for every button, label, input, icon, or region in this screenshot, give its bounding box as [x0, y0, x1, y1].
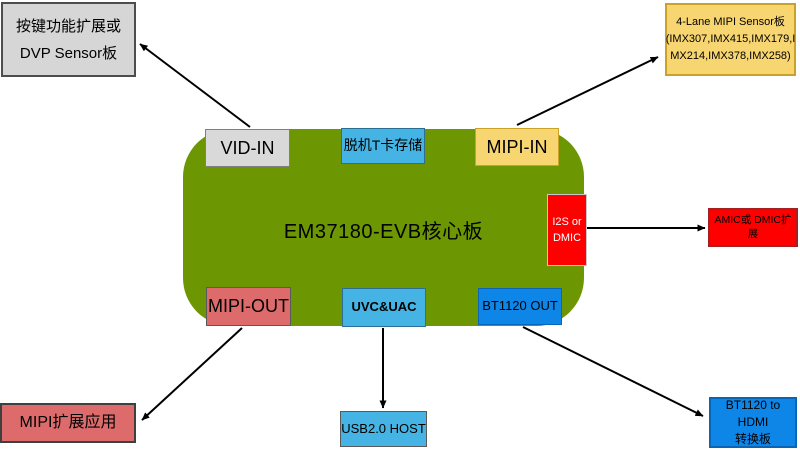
board-amic-dmic-expansion-label: AMIC或 DMIC扩展 [714, 214, 792, 240]
port-mipi-in: MIPI-IN [475, 128, 559, 166]
port-uvc-uac-label: UVC&UAC [351, 299, 417, 315]
board-4lane-mipi-sensor-line2: (IMX307,IMX415,IMX179,I [665, 33, 796, 45]
board-key-dvp-sensor: 按键功能扩展或 DVP Sensor板 [1, 2, 136, 77]
board-mipi-expansion-app: MIPI扩展应用 [0, 403, 136, 443]
port-tcard-storage-label: 脱机T卡存储 [343, 137, 423, 154]
port-mipi-out: MIPI-OUT [206, 287, 291, 326]
board-key-dvp-sensor-line1: 按键功能扩展或 [15, 17, 121, 35]
port-bt1120-out: BT1120 OUT [478, 288, 562, 325]
board-4lane-mipi-sensor-line3: MX214,IMX378,IMX258) [670, 50, 791, 62]
board-bt1120-hdmi-converter: BT1120 to HDMI 转换板 [709, 397, 797, 448]
port-mipi-in-label: MIPI-IN [486, 136, 548, 157]
board-4lane-mipi-sensor: 4-Lane MIPI Sensor板 (IMX307,IMX415,IMX17… [665, 3, 796, 76]
board-usb2-host-label: USB2.0 HOST [341, 420, 426, 436]
board-amic-dmic-expansion: AMIC或 DMIC扩展 [708, 208, 798, 247]
port-bt1120-out-label: BT1120 OUT [482, 298, 558, 314]
port-tcard-storage: 脱机T卡存储 [341, 128, 425, 164]
port-i2s-dmic-line2: DMIC [552, 232, 582, 244]
board-mipi-expansion-app-label: MIPI扩展应用 [19, 414, 117, 431]
board-usb2-host: USB2.0 HOST [340, 411, 427, 447]
core-board-label: EM37180-EVB核心板 [283, 220, 484, 243]
port-i2s-dmic-line1: I2S or [552, 216, 582, 228]
port-vid-in-label: VID-IN [220, 137, 275, 158]
port-uvc-uac: UVC&UAC [342, 288, 426, 327]
board-key-dvp-sensor-line2: DVP Sensor板 [19, 44, 118, 62]
board-bt1120-hdmi-converter-line1: BT1120 to HDMI [725, 398, 781, 429]
board-bt1120-hdmi-converter-line2: 转换板 [734, 432, 771, 446]
board-4lane-mipi-sensor-line1: 4-Lane MIPI Sensor板 [676, 16, 785, 28]
port-i2s-dmic: I2S or DMIC [547, 194, 587, 266]
port-mipi-out-label: MIPI-OUT [208, 296, 289, 317]
port-vid-in: VID-IN [205, 129, 290, 167]
